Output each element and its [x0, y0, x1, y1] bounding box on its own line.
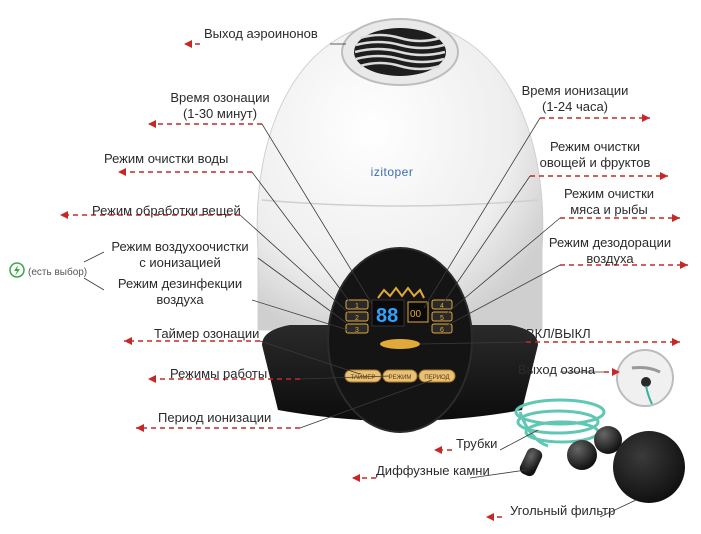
leader-choice-upper [83, 251, 105, 263]
leader-lines [83, 43, 637, 518]
leader-tubes [499, 429, 539, 451]
label-diffuser-stones: Диффузные камни [376, 463, 490, 478]
pointer-arrows [60, 40, 688, 521]
display-digits: 88 [376, 305, 398, 327]
main-display [371, 299, 405, 327]
leader-power [419, 341, 527, 345]
arrow-ionization-period-head [136, 424, 144, 432]
arrow-power [526, 338, 680, 346]
leader-veg-mode [443, 175, 531, 303]
diffuser-stones [519, 426, 622, 477]
arrow-aero-ion-head [184, 40, 192, 48]
label-deodor-mode: Режим дезодорации воздуха [548, 235, 672, 266]
label-ozone-timer: Таймер озонации [154, 326, 260, 341]
ion-grille [341, 18, 459, 86]
leader-filter [599, 499, 637, 518]
ozone-outlet-detail [616, 349, 674, 407]
arrow-carbon-filter [486, 513, 502, 521]
label-items-mode: Режим обработки вещей [92, 203, 241, 218]
panel-btn-2: 2 [355, 315, 359, 322]
arrow-meat-mode [560, 214, 680, 222]
arrow-tubes-head [434, 446, 442, 454]
leader-ozone-timer [259, 340, 361, 375]
label-ozone-outlet: Выход озона [518, 362, 596, 377]
arrow-ozonation-time [148, 120, 262, 128]
tubes [514, 398, 606, 448]
panel-btn-4: 4 [440, 303, 444, 310]
arrow-diffuser-stones-head [352, 474, 360, 482]
arrow-items-mode-head [60, 211, 68, 219]
arrow-ozonation-time-head [148, 120, 156, 128]
arrow-deodor-mode-head [680, 261, 688, 269]
arrow-carbon-filter-head [486, 513, 494, 521]
arrow-power-head [672, 338, 680, 346]
arrow-ozone-outlet-head [612, 368, 620, 376]
small-display [407, 301, 429, 323]
leader-water-mode [251, 171, 351, 303]
panel-logo [377, 286, 425, 299]
panel-btn-3: 3 [355, 327, 359, 334]
leader-stones [469, 469, 527, 479]
label-air-ion-mode: Режим воздухоочистки с ионизацией [111, 239, 249, 270]
label-ionization-period: Период ионизации [158, 410, 272, 425]
mode-buttons [344, 369, 456, 383]
arrow-ionization-time-head [642, 114, 650, 122]
arrow-ozone-timer [124, 337, 260, 345]
power-button [380, 339, 420, 349]
arrow-work-modes [148, 375, 300, 383]
leader-work-modes [299, 375, 391, 380]
leader-ozonation-time [261, 123, 373, 305]
mode-button-label: РЕЖИМ [389, 375, 412, 381]
arrow-meat-mode-head [672, 214, 680, 222]
arrow-water-mode-head [118, 168, 126, 176]
arrow-work-modes-head [148, 375, 156, 383]
label-ozonation-time: Время озонации (1-30 минут) [170, 90, 270, 121]
period-button-label: ПЕРИОД [424, 375, 449, 381]
leader-ionization-period [299, 379, 433, 429]
leader-choice-lower [83, 277, 105, 291]
leader-meat-mode [445, 217, 561, 315]
label-water-mode: Режим очистки воды [104, 151, 229, 166]
panel-btn-1: 1 [355, 303, 359, 310]
label-carbon-filter: Угольный фильтр [510, 503, 616, 518]
arrow-ozone-timer-head [124, 337, 132, 345]
label-power: ВКЛ/ВЫКЛ [526, 326, 591, 341]
arrow-veg-mode-head [660, 172, 668, 180]
arrow-deodor-mode [560, 261, 688, 269]
label-ionization-time: Время ионизации (1-24 часа) [521, 83, 629, 114]
panel-btn-6: 6 [440, 327, 444, 334]
arrow-ionization-time [540, 114, 650, 122]
brand-logo: izitoper [371, 165, 414, 179]
timer-button-label: ТАЙМЕР [351, 373, 376, 381]
device-seam [261, 199, 539, 207]
small-display-digits: 00 [410, 309, 422, 320]
leader-disinfect [251, 299, 349, 331]
label-veg-mode: Режим очистки овощей и фруктов [539, 139, 651, 170]
label-aero-ion-outlet: Выход аэроинонов [204, 26, 318, 41]
carbon-filter-disc [613, 431, 685, 503]
arrow-items-mode [60, 211, 240, 219]
panel-btn-5: 5 [440, 315, 444, 322]
label-meat-mode: Режим очистки мяса и рыбы [563, 186, 655, 217]
label-choice-note: (есть выбор) [28, 267, 88, 278]
leader-air-ion [257, 257, 349, 325]
lightning-icon [9, 262, 25, 278]
label-tubes: Трубки [456, 436, 498, 451]
arrow-ozone-outlet [604, 368, 620, 376]
leader-deodor-mode [445, 264, 561, 327]
arrow-veg-mode [530, 172, 668, 180]
label-work-modes: Режимы работы [170, 366, 268, 381]
arrow-ionization-period [136, 424, 300, 432]
label-disinfect-mode: Режим дезинфекции воздуха [117, 276, 243, 307]
arrow-water-mode [118, 168, 252, 176]
arrow-diffuser-stones [352, 474, 376, 482]
arrow-aero-ion [184, 40, 200, 48]
leader-ionization-time [423, 117, 541, 309]
leader-items-mode [239, 214, 351, 315]
arrow-tubes [434, 446, 452, 454]
